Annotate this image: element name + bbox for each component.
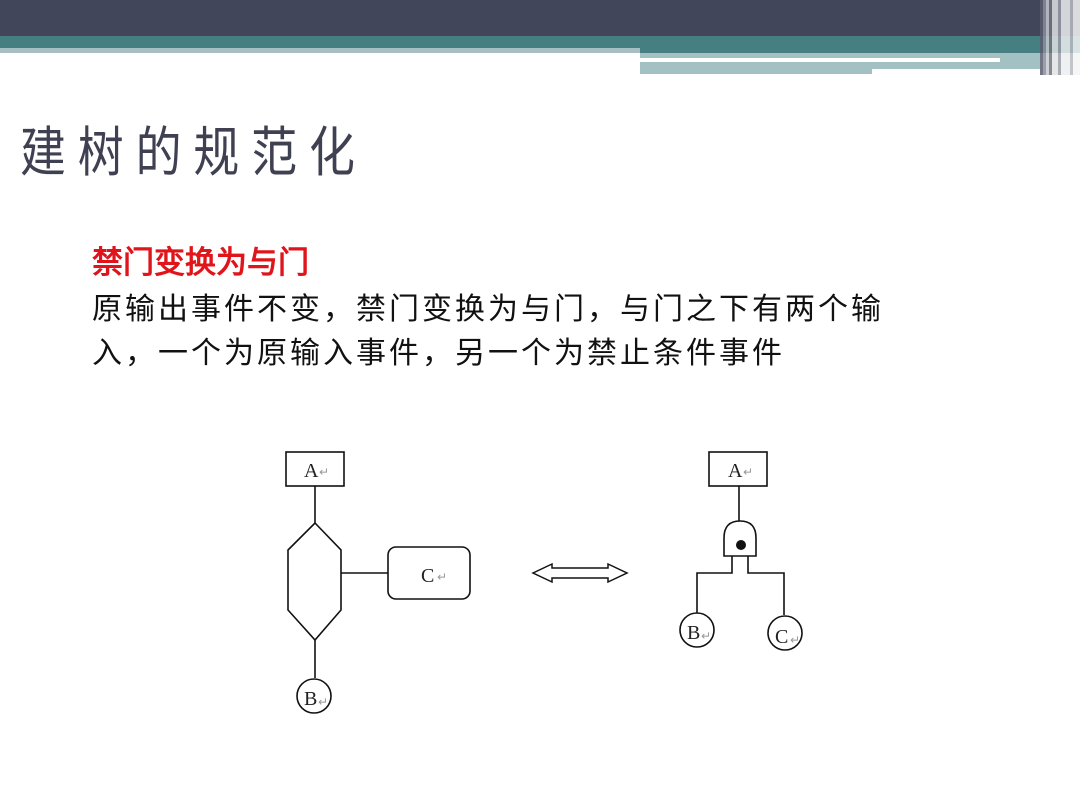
left-label-b: B <box>304 688 317 710</box>
and-gate-icon <box>723 520 757 557</box>
return-mark-icon: ↵ <box>319 465 329 479</box>
right-label-b: B <box>687 622 700 644</box>
slide-subtitle: 禁门变换为与门 <box>92 245 309 281</box>
return-mark-icon: ↵ <box>743 465 753 479</box>
return-mark-icon: ↵ <box>790 633 800 647</box>
header-dark-band <box>0 0 1080 36</box>
body-line-2: 入，一个为原输入事件，另一个为禁止条件事件 <box>92 336 785 371</box>
left-tree <box>285 451 471 714</box>
left-label-c: C <box>421 565 434 587</box>
return-mark-icon: ↵ <box>318 695 328 709</box>
right-label-c: C <box>775 626 788 648</box>
header-white-strip <box>640 58 1000 62</box>
left-event-b-circle <box>296 678 332 714</box>
header-edge-bars <box>1040 0 1080 75</box>
slide-body: 原输出事件不变，禁门变换为与门，与门之下有两个输 入，一个为原输入事件，另一个为… <box>92 288 972 376</box>
return-mark-icon: ↵ <box>701 629 711 643</box>
body-line-1: 原输出事件不变，禁门变换为与门，与门之下有两个输 <box>92 292 884 327</box>
slide-title: 建树的规范化 <box>20 121 367 184</box>
header-light-band-left <box>0 48 640 53</box>
right-tree <box>679 451 803 651</box>
right-event-b-circle <box>679 612 715 648</box>
and-gate-dot-icon <box>736 540 746 550</box>
header-notch <box>872 69 1072 75</box>
right-event-a-box <box>708 451 768 487</box>
right-event-c-circle <box>767 615 803 651</box>
left-label-a: A <box>304 460 319 482</box>
left-condition-c-box <box>387 546 471 600</box>
double-arrow-icon <box>531 562 629 584</box>
return-mark-icon: ↵ <box>437 570 447 584</box>
right-label-a: A <box>728 460 743 482</box>
inhibit-gate-icon <box>287 521 342 642</box>
